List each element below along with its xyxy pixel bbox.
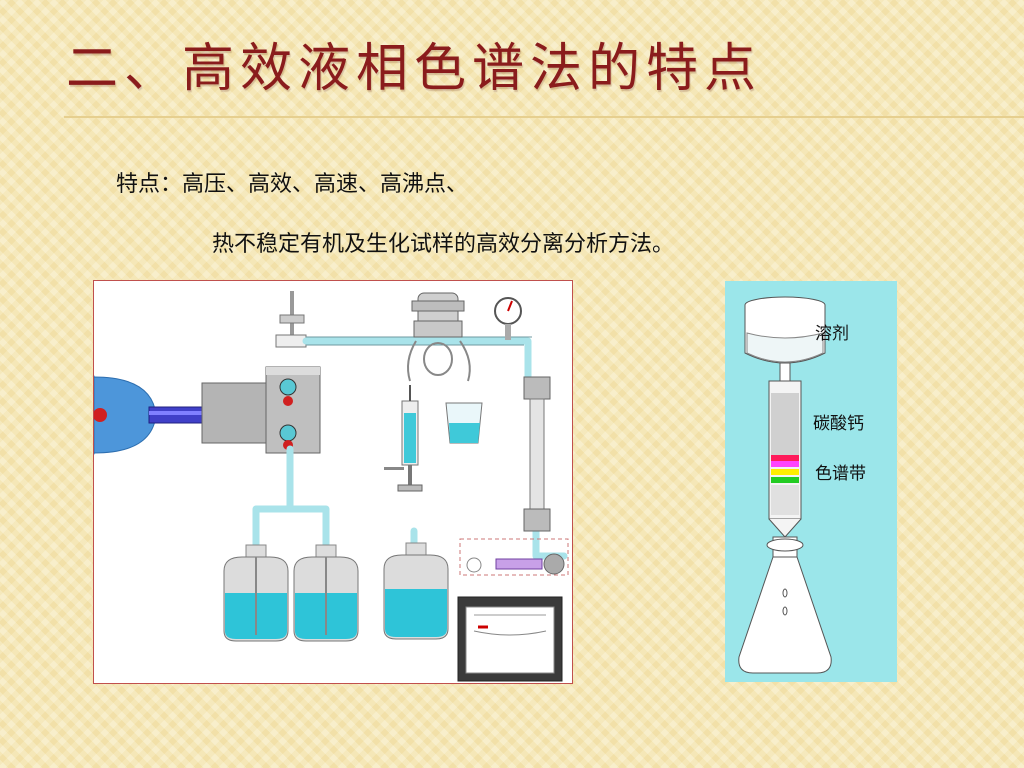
label-solvent: 溶剂 [815, 324, 849, 344]
chart-recorder [457, 596, 563, 682]
hplc-apparatus-diagram [93, 280, 573, 684]
erlenmeyer-flask [738, 536, 832, 674]
solvent-funnel [744, 296, 826, 382]
beaker [445, 402, 483, 444]
damper [407, 292, 471, 382]
column-figure-svg [738, 296, 832, 674]
detector [459, 538, 569, 576]
body-text-line-1: 特点：高压、高效、高速、高沸点、 [116, 172, 469, 197]
syringe [384, 385, 423, 492]
body-text-line-2: 热不稳定有机及生化试样的高效分离分析方法。 [212, 232, 675, 257]
slide-title: 二、高效液相色谱法的特点 [66, 39, 763, 99]
pressure-gauge-icon [494, 297, 522, 340]
column-chromatography-figure: 溶剂 碳酸钙 色谱带 [725, 281, 897, 682]
title-divider [64, 116, 1024, 118]
label-chromatographic-band: 色谱带 [815, 464, 866, 484]
vent-valve [275, 291, 307, 348]
tubing [252, 337, 568, 560]
pump-motor [94, 375, 157, 455]
chromatography-column [523, 376, 551, 532]
packed-column [768, 380, 802, 538]
label-calcium-carbonate: 碳酸钙 [813, 414, 864, 434]
solvent-bottle-2 [293, 544, 359, 642]
waste-bottle [383, 542, 449, 640]
check-valves [279, 378, 297, 450]
solvent-bottle-1 [223, 544, 289, 642]
hplc-apparatus-svg [94, 291, 569, 682]
pump-head [201, 366, 321, 454]
